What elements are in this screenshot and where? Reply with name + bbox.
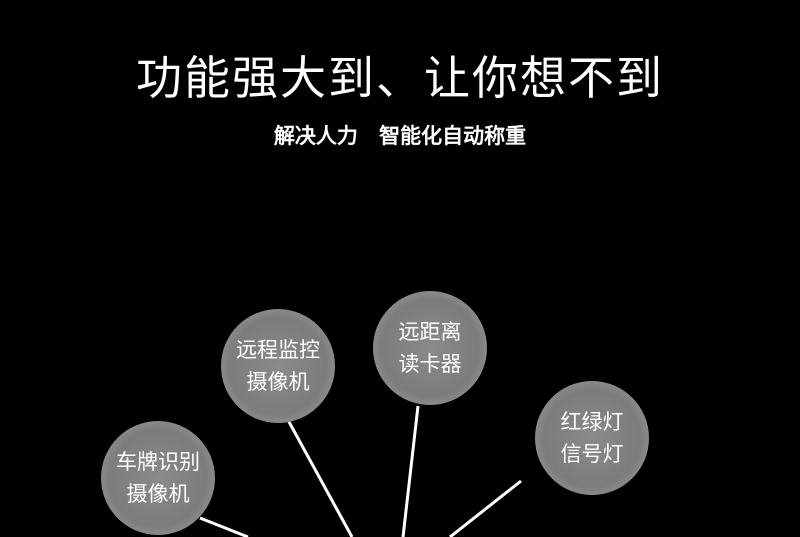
- feature-bubble-card-reader: 远距离 读卡器: [373, 291, 487, 405]
- page-subtitle: 解决人力 智能化自动称重: [273, 124, 527, 148]
- connector-line: [199, 516, 249, 537]
- connector-line: [449, 479, 522, 537]
- bubble-line: 远距离: [398, 320, 462, 344]
- bubble-line: 摄像机: [126, 482, 190, 506]
- connector-line: [401, 405, 420, 537]
- bubble-line: 摄像机: [246, 370, 310, 394]
- bubble-line: 读卡器: [398, 352, 462, 376]
- bubble-line: 车牌识别: [116, 450, 200, 474]
- feature-bubble-plate-camera: 车牌识别 摄像机: [101, 421, 215, 535]
- feature-bubble-monitor-camera: 远程监控 摄像机: [221, 309, 335, 423]
- connector-line: [286, 419, 354, 537]
- feature-bubble-traffic-light: 红绿灯 信号灯: [535, 381, 649, 495]
- bubble-line: 信号灯: [560, 442, 624, 466]
- bubble-line: 红绿灯: [560, 410, 624, 434]
- page-title: 功能强大到、让你想不到: [136, 51, 664, 105]
- bubble-line: 远程监控: [236, 338, 320, 362]
